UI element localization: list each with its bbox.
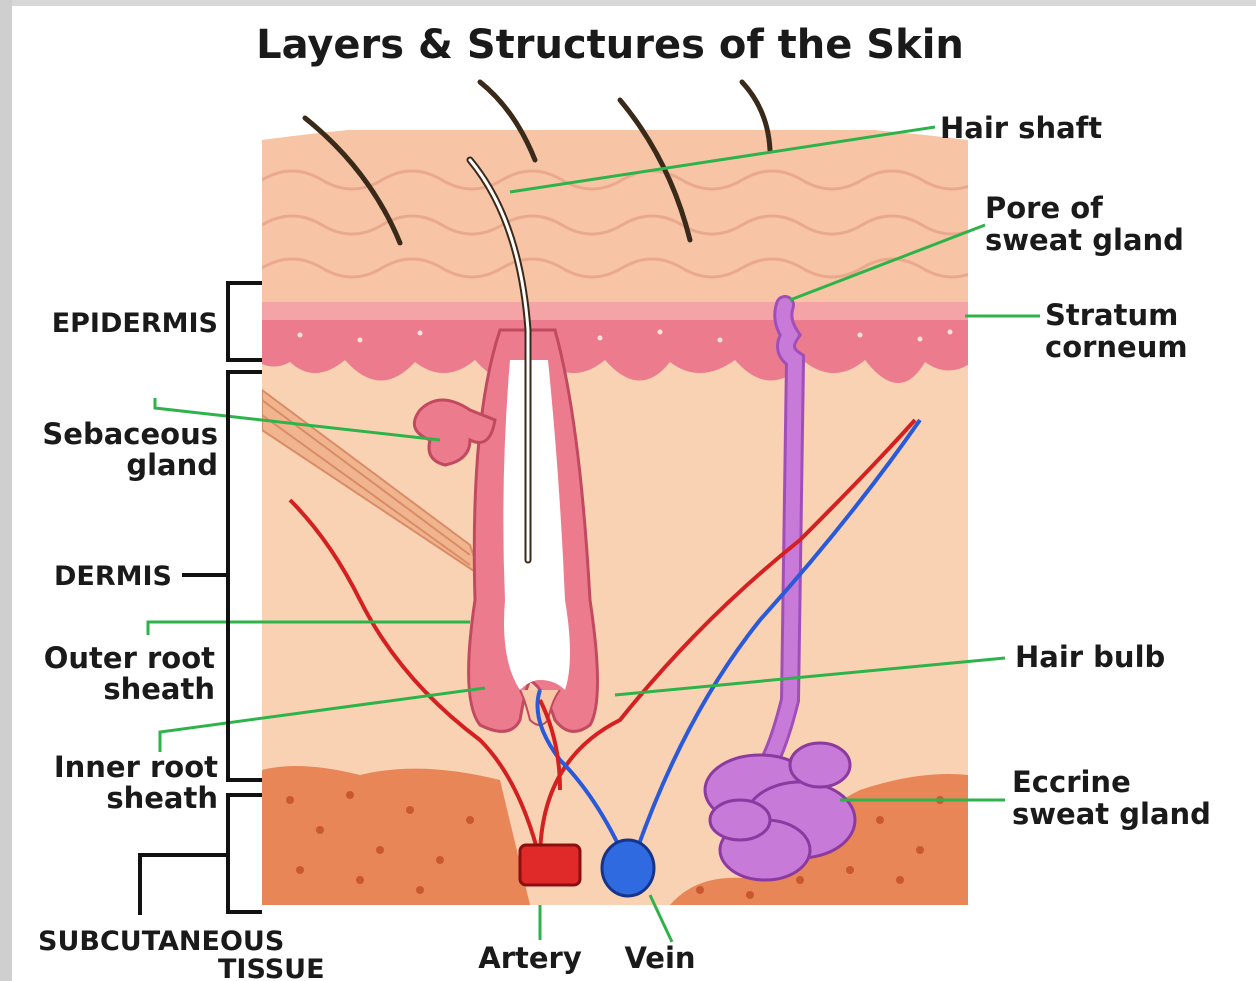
label-stratum-line2: corneum xyxy=(1045,330,1188,364)
label-inner-line2: sheath xyxy=(106,781,218,815)
label-hair-shaft: Hair shaft xyxy=(940,111,1102,145)
fat-left xyxy=(262,766,530,905)
label-pore-line1: Pore of xyxy=(985,191,1103,225)
label-sebaceous-line1: Sebaceous xyxy=(42,417,218,451)
label-epidermis: EPIDERMIS xyxy=(52,308,218,339)
label-subcut-line2: TISSUE xyxy=(218,954,325,981)
diagram-title: Layers & Structures of the Skin xyxy=(256,22,964,68)
skin-block xyxy=(250,130,982,910)
label-outer-line2: sheath xyxy=(103,672,215,706)
label-dermis: DERMIS xyxy=(54,561,172,592)
label-stratum-line1: Stratum xyxy=(1045,298,1178,332)
label-artery: Artery xyxy=(478,941,582,975)
label-sebaceous-line2: gland xyxy=(126,448,218,482)
stratum-corneum xyxy=(255,302,975,320)
label-vein: Vein xyxy=(624,941,695,975)
label-eccrine-line1: Eccrine xyxy=(1012,765,1131,799)
label-inner-line1: Inner root xyxy=(54,750,218,784)
label-hair-bulb: Hair bulb xyxy=(1015,640,1165,674)
artery-vessel xyxy=(520,845,580,885)
surface-layer xyxy=(250,130,980,305)
layer-brackets xyxy=(140,283,262,915)
label-eccrine-line2: sweat gland xyxy=(1012,797,1211,831)
label-pore-line2: sweat gland xyxy=(985,223,1184,257)
label-subcut-line1: SUBCUTANEOUS xyxy=(38,926,284,957)
label-outer-line1: Outer root xyxy=(44,641,215,675)
vein-vessel xyxy=(602,840,654,896)
